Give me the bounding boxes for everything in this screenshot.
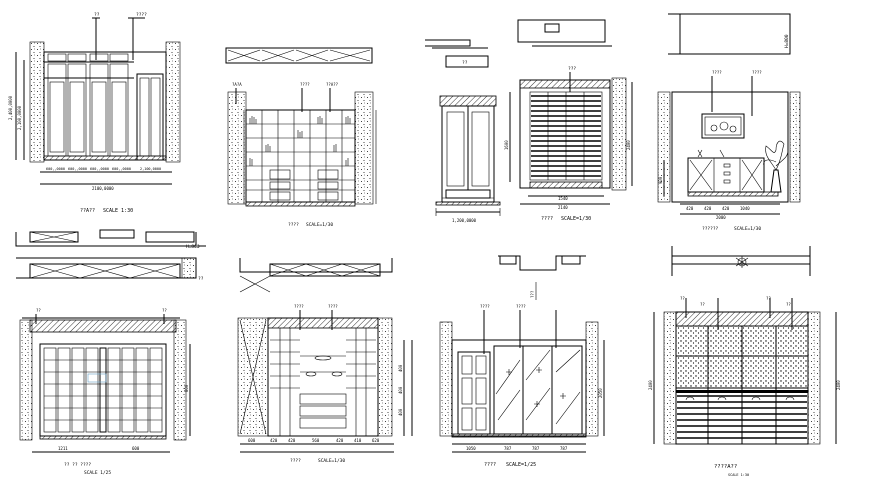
panel-1-scale: SCALE 1:30 (103, 208, 133, 214)
panel-4-scale: SCALE=1/30 (561, 216, 591, 222)
panel-1-side-dim-a: 2,400,0000 (8, 95, 13, 120)
panel-1-top-label-b: ???? (136, 12, 147, 18)
panel-8-side-dim-a: 400 (398, 364, 403, 372)
panel-1-dim-4: 2,100,0000 (140, 167, 161, 171)
panel-5-scale: SCALE=1/30 (734, 226, 761, 232)
panel-9-top-label-a: ??? (530, 290, 535, 298)
panel-7-dim-a: 1211 (58, 446, 68, 451)
panel-7-glass-cabinet-elevation: ?? ?? 800 1211 600 ?? ?? ???? SCALE 1/25 (19, 308, 191, 476)
panel-1-dim-0: 600,,0000 (46, 167, 65, 171)
panel-7-dim-b: 600 (132, 446, 140, 451)
panel-5-top-label-a: ???? (712, 70, 722, 75)
panel-9-top-label-b: ???? (480, 304, 490, 309)
panel-4-dim-b: 2140 (558, 205, 568, 210)
panel-2-bookshelf-elevation: ?A?A ???? ??A?? ???? SCALE=1/30 (225, 47, 377, 228)
ceiling-lamp-icon (305, 355, 343, 377)
panel-4-louvre-cabinet-elevation: ??? 1540 2140 1600 2400 ???? SCALE=1/30 (504, 19, 633, 222)
panel-2-title: ???? (288, 222, 299, 228)
panel-5-dim-d: 1040 (740, 206, 750, 211)
panel-6-side-dim: H=800 (186, 244, 200, 250)
panel-10-display-wall-elevation: ?? ?? ?? ?? 2400 2400 ????A?? SCALE 1:30 (648, 246, 841, 477)
panel-5-sideboard-elevation: H=800 ???? ???? 420 420 420 1040 2000 90… (657, 13, 801, 232)
panel-7-title: ?? ?? ???? (64, 462, 91, 468)
panel-4-top-label: ??? (568, 66, 576, 72)
panel-8-top-label-b: ???? (328, 304, 338, 309)
panel-10-side-dim-a: 2400 (648, 380, 653, 390)
panel-1-top-label-a: ?? (94, 12, 100, 18)
panel-4-side-dim-a: 1600 (504, 140, 509, 150)
panel-5-dim-a: 420 (686, 206, 694, 211)
panel-10-top-label-a: ?? (680, 296, 685, 301)
panel-10-title: ????A?? (714, 464, 737, 470)
panel-5-dim-total: 2000 (716, 215, 726, 220)
panel-1-title: ??A?? (80, 208, 95, 214)
panel-4-side-dim-b: 2400 (626, 140, 631, 150)
panel-9-title: ???? (484, 462, 496, 468)
panel-4-dim-a: 1540 (558, 196, 568, 201)
panel-8-top-label-a: ???? (294, 304, 304, 309)
panel-7-top-label-a: ?? (36, 308, 41, 313)
panel-8-dim-6: 620 (372, 438, 380, 443)
panel-4-title: ???? (541, 216, 553, 222)
panel-1-dim-2: 600,,0000 (90, 167, 109, 171)
panel-10-top-label-b: ?? (700, 302, 705, 307)
panel-8-dim-2: 420 (288, 438, 296, 443)
panel-5-side-dim: 900 (658, 176, 663, 184)
ceiling-lamp-icon (735, 256, 749, 268)
panel-8-side-dim-b: 400 (398, 386, 403, 394)
panel-5-title: ?????? (702, 226, 719, 232)
panel-8-dim-1: 420 (270, 438, 278, 443)
panel-9-side-dim: 2050 (598, 388, 603, 398)
panel-3-cabinet-elevation: ?? 1,200,0000 (425, 39, 501, 223)
panel-9-scale: SCALE=1/25 (506, 462, 536, 468)
panel-8-dim-0: 600 (248, 438, 256, 443)
panel-3-top-label: ?? (462, 60, 468, 66)
panel-9-top-label-c: ???? (516, 304, 526, 309)
panel-3-dim-total: 1,200,0000 (452, 218, 477, 223)
panel-1-dim-3: 600,,0000 (112, 167, 131, 171)
panel-10-side-dim-b: 2400 (836, 380, 841, 390)
panel-8-dim-5: 410 (354, 438, 362, 443)
panel-8-dim-3: 560 (312, 438, 320, 443)
plant-icon (763, 140, 789, 193)
panel-2-top-label-b: ???? (300, 82, 310, 87)
panel-8-title: ???? (290, 458, 301, 464)
panel-5-dim-b: 420 (704, 206, 712, 211)
panel-6-top-label: ?? (198, 276, 204, 282)
panel-8-scale: SCALE=1/30 (318, 458, 345, 464)
panel-9-dim-3: 787 (560, 446, 568, 451)
panel-10-top-label-c: ?? (766, 296, 771, 301)
panel-9-dim-2: 787 (532, 446, 540, 451)
panel-7-top-label-b: ?? (162, 308, 167, 313)
panel-1-dim-1: 600,,0000 (68, 167, 87, 171)
panel-8-dim-4: 420 (336, 438, 344, 443)
panel-10-scale: SCALE 1:30 (728, 473, 749, 477)
panel-9-dim-1: 787 (504, 446, 512, 451)
panel-7-side-dim: 800 (184, 384, 189, 392)
panel-10-top-label-d: ?? (786, 302, 791, 307)
panel-9-dim-0: 1050 (466, 446, 476, 451)
panel-1-wardrobe-elevation: ?? ???? 600,,0000 600,,0000 600,,0000 60… (8, 12, 181, 214)
panel-8-side-dim-c: 400 (398, 408, 403, 416)
panel-5-dim-c: 420 (722, 206, 730, 211)
panel-2-top-label-c: ??A?? (326, 82, 339, 87)
panel-5-side-dim-top: H=800 (784, 34, 790, 48)
panel-7-scale: SCALE 1/25 (84, 470, 111, 476)
picture-frame-icon (701, 113, 745, 139)
panel-1-side-dim-b: 2,100,0000 (17, 105, 22, 130)
panel-1-dim-total: 2100,0000 (92, 186, 114, 191)
panel-9-mirror-wardrobe-elevation: ??? ???? ???? 2050 1050 787 787 787 ????… (439, 255, 605, 468)
panel-5-top-label-b: ???? (752, 70, 762, 75)
panel-2-top-label-a: ?A?A (232, 82, 242, 87)
panel-8-display-unit-elevation: ???? ???? 400 400 400 600 420 420 560 42… (237, 258, 413, 464)
panel-2-scale: SCALE=1/30 (306, 222, 333, 228)
panel-6-plan-strip: H=800 ?? (15, 229, 206, 282)
